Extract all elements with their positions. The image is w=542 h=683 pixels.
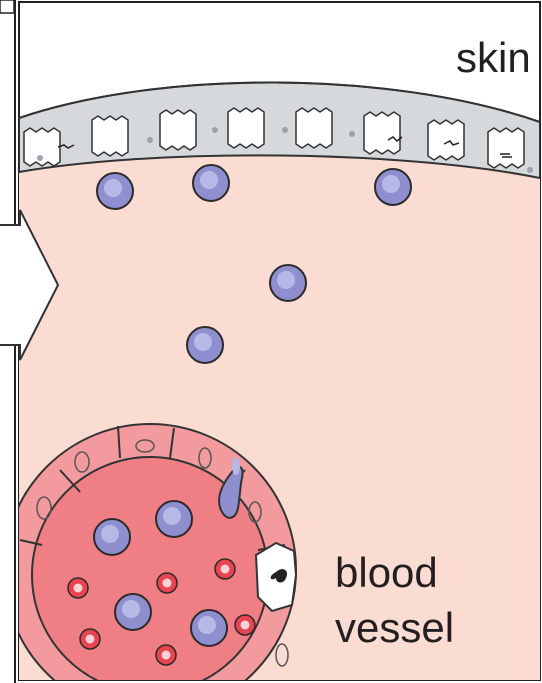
skin-cell [228, 108, 264, 148]
migrating-cell-nucleus [232, 457, 240, 475]
skin-cell [92, 116, 128, 156]
red-blood-cell [68, 578, 88, 598]
white-blood-cell [270, 265, 306, 301]
red-blood-cell [235, 615, 255, 635]
skin-cell [160, 110, 196, 150]
white-blood-cell [97, 173, 133, 209]
white-blood-cell [191, 610, 227, 646]
skin-cell [364, 112, 400, 154]
red-blood-cell [157, 573, 177, 593]
skin-cell [296, 108, 332, 148]
skin-cell [428, 120, 464, 160]
white-blood-cell [193, 165, 229, 201]
white-blood-cell [115, 594, 151, 630]
skin-label: skin [456, 34, 531, 81]
white-blood-cell [94, 519, 130, 555]
red-blood-cell [215, 559, 235, 579]
corner-box [0, 0, 14, 13]
blood-vessel-label-line2: vessel [335, 604, 454, 651]
white-blood-cell [156, 501, 192, 537]
white-blood-cell [187, 327, 223, 363]
red-blood-cell [156, 645, 176, 665]
red-blood-cell [80, 629, 100, 649]
skin-cell [488, 128, 524, 168]
skin-cell [24, 128, 60, 166]
white-blood-cell [375, 169, 411, 205]
blood-vessel-label-line1: blood [335, 549, 438, 596]
